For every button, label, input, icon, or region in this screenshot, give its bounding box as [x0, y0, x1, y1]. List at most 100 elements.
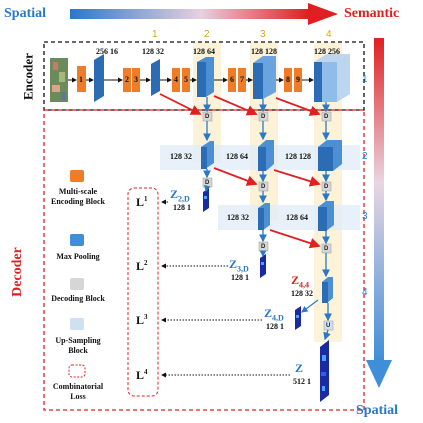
legend-u-icon [70, 318, 84, 330]
orange-block-3 [132, 68, 140, 92]
loss-base: L [136, 259, 145, 273]
z-name: Z [229, 257, 238, 271]
column-number: 2 [204, 29, 210, 40]
loss-label-1: L1 [136, 195, 148, 209]
legend-text: Combinatorial Loss [52, 382, 104, 401]
blue-output-arrows [204, 184, 319, 313]
row-number: 2 [362, 151, 368, 162]
block-label: 4 [174, 75, 178, 84]
output-maps [203, 188, 329, 402]
z-name: Z [291, 273, 300, 287]
z-sub: 4,4 [299, 280, 310, 290]
u-label: U [326, 323, 331, 329]
decoder-dim: 128 64 [286, 213, 308, 222]
input-image [50, 58, 68, 102]
column-number: 1 [152, 29, 158, 40]
spatial-semantic-arrow [70, 3, 338, 25]
legend-icons [68, 170, 86, 378]
encoder-blocks [77, 54, 350, 102]
block-label: 9 [296, 75, 300, 84]
d-boxes [202, 111, 332, 254]
loss-base: L [136, 313, 145, 327]
z-sub: 4,D [272, 313, 284, 323]
block-label: 3 [134, 75, 138, 84]
loss-label-3: L3 [136, 313, 148, 327]
d-label: D [205, 180, 210, 186]
loss-base: L [136, 368, 145, 382]
column-number: 3 [260, 29, 266, 40]
loss-sup: 1 [144, 195, 148, 203]
decoder-dim: 128 32 [170, 152, 192, 161]
block-label: 8 [286, 75, 290, 84]
d-label: D [324, 184, 329, 190]
semantic-spatial-arrow [366, 38, 392, 388]
d-label: D [261, 244, 266, 250]
row-number: 4 [362, 287, 368, 298]
z-output-2d: Z2,D [170, 188, 190, 203]
z-output-44: Z4,4 [291, 274, 309, 289]
encoder-dim: 128 64 [193, 47, 215, 56]
block-label: 6 [230, 75, 234, 84]
legend-text: Decoding Block [51, 294, 105, 303]
legend-text: Max Pooling [56, 252, 100, 261]
orange-block-7 [238, 68, 246, 92]
column-number: 4 [326, 29, 332, 40]
z-output-dim: 128 1 [231, 273, 249, 282]
legend-orange-icon [70, 170, 84, 182]
orange-block-4 [172, 68, 180, 92]
orange-block-8 [284, 68, 292, 92]
loss-arrows [161, 199, 290, 378]
z-name: Z [264, 306, 273, 320]
spatial-bottom-label: Spatial [356, 403, 399, 418]
orange-block-6 [228, 68, 236, 92]
legend-blue-icon [70, 234, 84, 246]
semantic-label: Semantic [344, 6, 400, 21]
d-label: D [205, 114, 210, 120]
encoder-dim: 128 32 [142, 47, 164, 56]
row-number: 1 [362, 74, 368, 85]
z-output-final: Z [295, 361, 304, 375]
encoder-title: Encoder [20, 53, 36, 100]
encoder-dim: 256 16 [96, 47, 118, 56]
encoder-dim: 128 256 [314, 47, 340, 56]
orange-block-2 [123, 68, 131, 92]
decoder-title: Decoder [10, 247, 25, 297]
block-label: 7 [240, 75, 244, 84]
decoder-dim: 128 128 [285, 152, 311, 161]
spatial-label: Spatial [4, 6, 47, 21]
block-label: 2 [125, 75, 129, 84]
z-output-dim: 512 1 [293, 377, 311, 386]
loss-sup: 2 [144, 259, 148, 267]
z-name: Z [170, 187, 179, 201]
orange-block-1 [77, 66, 86, 92]
loss-sup: 3 [144, 313, 148, 321]
loss-label-2: L2 [136, 259, 148, 273]
z-output-3d: Z3,D [229, 258, 249, 273]
z-output-dim: 128 32 [291, 289, 313, 298]
legend-text: Multi-scale Encoding Block [50, 187, 105, 206]
blue-block-a [94, 54, 104, 102]
decoder-blocks [201, 140, 342, 303]
block-label: 1 [79, 75, 83, 84]
z-sub: 3,D [237, 264, 249, 274]
legend-loss-icon [68, 364, 86, 378]
z-output-dim: 128 1 [266, 322, 284, 331]
loss-base: L [136, 195, 145, 209]
orange-block-5 [182, 68, 190, 92]
legend-text: Up-Sampling Block [55, 336, 101, 355]
loss-label-4: L4 [136, 368, 148, 382]
blue-arrows [203, 97, 332, 341]
d-label: D [324, 246, 329, 252]
z-output-dim: 128 1 [173, 203, 191, 212]
decoder-dim: 128 32 [227, 213, 249, 222]
loss-sup: 4 [144, 368, 148, 376]
legend-d-icon [70, 278, 84, 290]
z-output-4d: Z4,D [264, 307, 284, 322]
encoder-dim: 128 128 [251, 47, 277, 56]
z-sub: 2,D [178, 194, 190, 204]
decoder-box [43, 109, 365, 411]
d-label: D [324, 114, 329, 120]
red-skip-arrows [159, 93, 321, 249]
decoder-dim: 128 64 [226, 152, 248, 161]
